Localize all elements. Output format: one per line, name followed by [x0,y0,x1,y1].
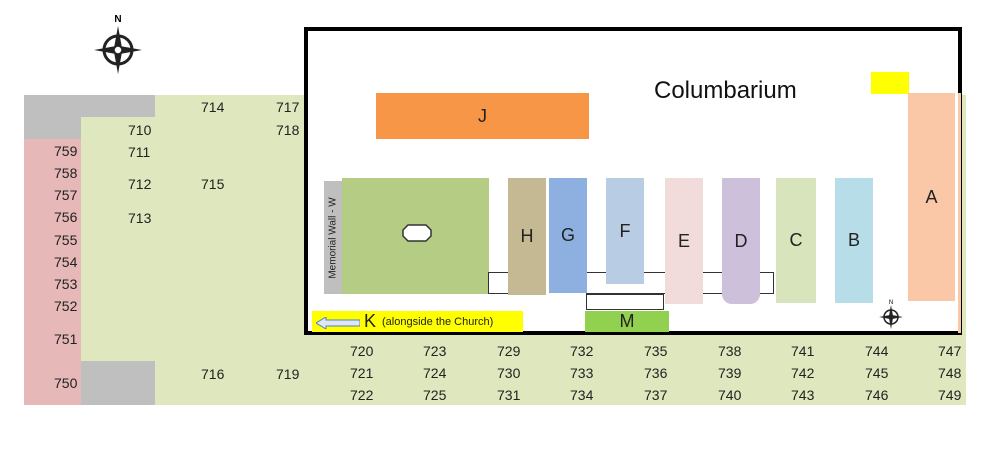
section-f-label: F [619,220,631,241]
gray-corner-top-left [24,117,81,139]
compass-rose-icon: N [92,12,144,76]
plot-724[interactable]: 724 [423,365,447,381]
gray-corner-top [24,95,155,117]
plot-745[interactable]: 745 [865,365,889,381]
section-j-label: J [478,105,487,126]
section-a[interactable]: A [908,93,955,301]
plot-739[interactable]: 739 [718,365,742,381]
plot-754[interactable]: 754 [54,254,78,270]
section-a-edge [958,93,961,333]
plot-733[interactable]: 733 [570,365,594,381]
compass-north-label: N [114,14,121,25]
columbarium-title: Columbarium [654,77,797,104]
section-j[interactable]: J [376,93,589,139]
plot-715[interactable]: 715 [201,176,225,192]
section-b-label: B [847,230,860,250]
plot-748[interactable]: 748 [938,365,962,381]
plot-719[interactable]: 719 [276,366,300,382]
section-g-label: G [560,225,575,245]
plot-722[interactable]: 722 [350,387,374,403]
plot-716[interactable]: 716 [201,366,225,382]
fountain-icon [402,223,432,243]
plot-751[interactable]: 751 [54,331,78,347]
section-a-label: A [925,186,938,207]
plot-720[interactable]: 720 [350,343,374,359]
plot-717[interactable]: 717 [276,99,300,115]
plot-736[interactable]: 736 [644,365,668,381]
plot-740[interactable]: 740 [718,387,742,403]
plot-723[interactable]: 723 [423,343,447,359]
section-h-label: H [520,226,534,246]
plot-714[interactable]: 714 [201,99,225,115]
plot-712[interactable]: 712 [128,176,152,192]
plot-731[interactable]: 731 [497,387,521,403]
plot-757[interactable]: 757 [54,187,78,203]
walkway-lower [586,294,664,310]
pink-column [24,139,81,405]
section-h[interactable]: H [508,178,546,295]
plot-759[interactable]: 759 [54,143,78,159]
plot-753[interactable]: 753 [54,276,78,292]
plot-741[interactable]: 741 [791,343,815,359]
plot-729[interactable]: 729 [497,343,521,359]
memorial-wall-label: Memorial Wall - W [327,196,339,279]
plot-725[interactable]: 725 [423,387,447,403]
section-g[interactable]: G [549,178,587,293]
section-d-label: D [734,230,748,251]
plot-737[interactable]: 737 [644,387,668,403]
plot-718[interactable]: 718 [276,122,300,138]
section-e[interactable]: E [665,178,703,304]
section-b[interactable]: B [835,178,873,303]
plot-742[interactable]: 742 [791,365,815,381]
section-c[interactable]: C [776,178,816,303]
plot-730[interactable]: 730 [497,365,521,381]
plot-711[interactable]: 711 [128,144,151,160]
plot-744[interactable]: 744 [865,343,889,359]
plot-732[interactable]: 732 [570,343,594,359]
gray-corner-bottom [81,361,155,405]
plot-735[interactable]: 735 [644,343,668,359]
left-arrow-icon [315,315,361,330]
section-e-label: E [677,230,690,251]
columbarium-overlay: Columbarium J A Memorial Wall - W H G F … [304,27,962,335]
section-k[interactable]: K (alongside the Church) [312,311,523,332]
plot-750[interactable]: 750 [54,375,78,391]
section-m[interactable]: M [585,311,669,332]
section-k-label: K [364,311,377,331]
plot-734[interactable]: 734 [570,387,594,403]
memorial-wall-w[interactable]: Memorial Wall - W [324,181,342,294]
plot-747[interactable]: 747 [938,343,962,359]
plot-721[interactable]: 721 [350,365,374,381]
section-m-label: M [619,311,635,331]
plot-752[interactable]: 752 [54,298,78,314]
compass-rose-small-icon: N [876,298,906,330]
plot-755[interactable]: 755 [54,232,78,248]
compass-small-north-label: N [889,300,893,306]
section-f[interactable]: F [606,178,644,284]
plot-749[interactable]: 749 [938,387,962,403]
plot-758[interactable]: 758 [54,165,78,181]
plot-710[interactable]: 710 [128,122,152,138]
plot-743[interactable]: 743 [791,387,815,403]
plot-738[interactable]: 738 [718,343,742,359]
section-c-label: C [789,230,803,250]
section-d[interactable]: D [722,178,760,304]
plot-756[interactable]: 756 [54,209,78,225]
yellow-marker [871,72,909,94]
plot-713[interactable]: 713 [128,210,152,226]
plot-746[interactable]: 746 [865,387,889,403]
section-k-note: (alongside the Church) [382,315,494,328]
